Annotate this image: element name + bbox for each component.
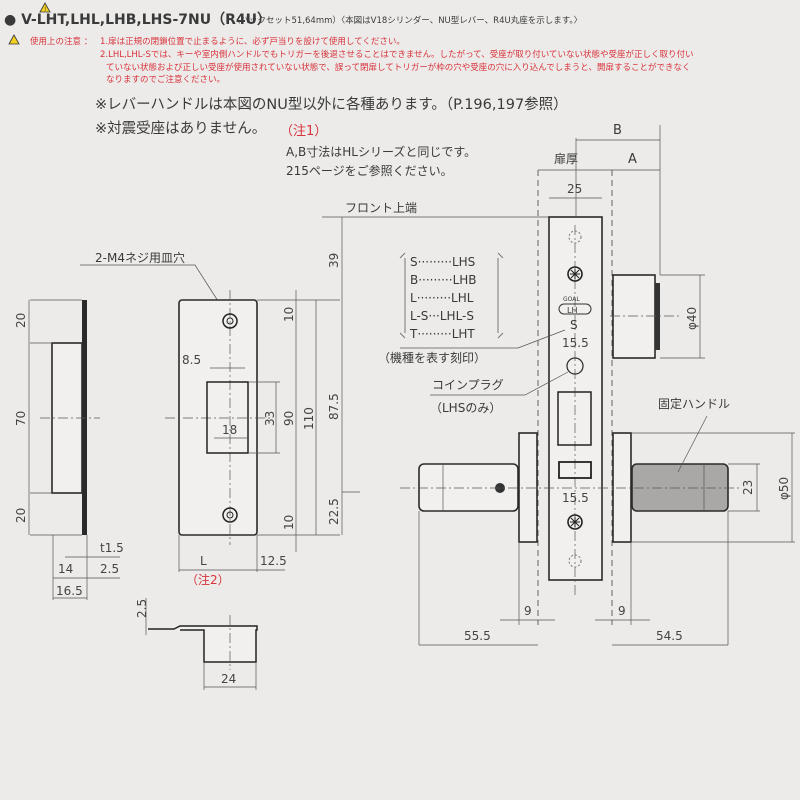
- caution-warning-icon: [8, 34, 20, 45]
- dim-phi50: φ50: [777, 477, 791, 500]
- right-rose: [612, 432, 632, 543]
- lever-handle: [418, 463, 519, 512]
- engraving-mark: S: [570, 318, 578, 332]
- coin-plug-label: コインプラグ: [432, 378, 504, 392]
- dim-B: B: [613, 123, 622, 138]
- dim-39: 39: [327, 253, 341, 268]
- fixed-handle-label: 固定ハンドル: [658, 396, 730, 411]
- screw-icon: [567, 266, 583, 282]
- dim-90: 90: [282, 411, 296, 426]
- dim-110: 110: [302, 407, 316, 430]
- legend-item: B·········LHB: [410, 273, 477, 287]
- strike-bottom-view: [148, 625, 258, 663]
- dim-10-bottom: 10: [282, 515, 296, 530]
- strike-side-plate: [82, 300, 87, 535]
- caution-line: 1.扉は正規の閉鎖位置で止まるように、必ず戸当りを設けて使用してください。: [100, 36, 405, 47]
- coin-plug-icon: [566, 357, 584, 375]
- countersunk-hole-icon: [222, 507, 238, 523]
- dim-33: 33: [263, 411, 277, 426]
- legend-item: L-S···LHL-S: [410, 309, 474, 323]
- dim-side-70: 70: [14, 411, 28, 426]
- product-subtitle: （バックセット51,64mm）〈本図はV18シリンダー、NU型レバー、R4U丸座…: [232, 15, 582, 26]
- note1-line: 215ページをご参照ください。: [286, 163, 453, 178]
- screw-icon: [567, 514, 583, 530]
- legend-item: T·········LHT: [409, 327, 475, 341]
- cylinder: [612, 274, 656, 359]
- dim-16-5: 16.5: [56, 584, 83, 598]
- caution-label: 使用上の注意 ：: [30, 36, 92, 47]
- dim-10-top: 10: [282, 307, 296, 322]
- latch: [557, 391, 592, 446]
- legend-item: L·········LHL: [410, 291, 474, 305]
- dim-14: 14: [58, 562, 73, 576]
- dim-54-5: 54.5: [656, 629, 683, 643]
- note1-label: （注1）: [280, 124, 327, 139]
- dim-L: L: [200, 554, 207, 568]
- legend-item: S·········LHS: [410, 255, 475, 269]
- fixed-handle: [631, 463, 729, 512]
- dim-bottom-2-5: 2.5: [135, 599, 149, 618]
- svg-text:!: !: [44, 6, 46, 13]
- dim-87-5: 87.5: [327, 393, 341, 420]
- dim-9-right: 9: [618, 604, 626, 618]
- coin-plug-note: （LHSのみ）: [430, 401, 501, 415]
- trigger: [558, 461, 592, 479]
- dim-23: 23: [741, 480, 755, 495]
- note1-line: A,B寸法はHLシリーズと同じです。: [286, 144, 476, 159]
- dim-side-20-top: 20: [14, 313, 28, 328]
- countersunk-hole-icon: [222, 313, 238, 329]
- dim-55-5: 55.5: [464, 629, 491, 643]
- dim-22-5: 22.5: [327, 498, 341, 525]
- strike-plate-front: [178, 299, 258, 536]
- door-thickness-label: 扉厚: [554, 152, 578, 166]
- screw-hole-label: 2-M4ネジ用皿穴: [95, 250, 185, 265]
- dim-15-5-top: 15.5: [562, 336, 589, 350]
- dim-side-20-bottom: 20: [14, 508, 28, 523]
- dim-15-5-bottom: 15.5: [562, 491, 589, 505]
- dim-2-5: 2.5: [100, 562, 119, 576]
- dim-25: 25: [567, 182, 582, 196]
- caution-line: 2.LHL,LHL-Sでは、キーや室内側ハンドルでもトリガーを後退させることはで…: [100, 49, 694, 60]
- dim-9-left: 9: [524, 604, 532, 618]
- strike-window: [206, 381, 249, 454]
- front-top-label: フロント上端: [345, 201, 417, 215]
- left-rose: [518, 432, 538, 543]
- note2-label: （注2）: [186, 572, 230, 587]
- brand-mark: GOAL: [563, 296, 580, 303]
- caution-line: ていない状態および正しい受座が使用されていない状態で、誤って閉扉してトリガーが枠…: [106, 62, 690, 73]
- engraving-label: （機種を表す刻印）: [378, 350, 486, 365]
- dim-A: A: [628, 152, 637, 167]
- caution-line: なりますのでご注意ください。: [106, 74, 225, 85]
- dim-phi40: φ40: [685, 307, 699, 330]
- dim-t1-5: t1.5: [100, 541, 124, 555]
- dim-18: 18: [222, 423, 237, 437]
- dim-24: 24: [221, 672, 236, 686]
- warning-icon: !: [39, 2, 51, 13]
- hand-mark: LH: [567, 306, 577, 315]
- product-title: ● V-LHT,LHL,LHB,LHS-7NU（R4U）: [4, 12, 271, 28]
- remark: ※対震受座はありません。: [95, 120, 266, 137]
- dim-12-5: 12.5: [260, 554, 287, 568]
- remark: ※レバーハンドルは本図のNU型以外に各種あります。（P.196,197参照）: [95, 96, 568, 113]
- dim-8-5: 8.5: [182, 353, 201, 367]
